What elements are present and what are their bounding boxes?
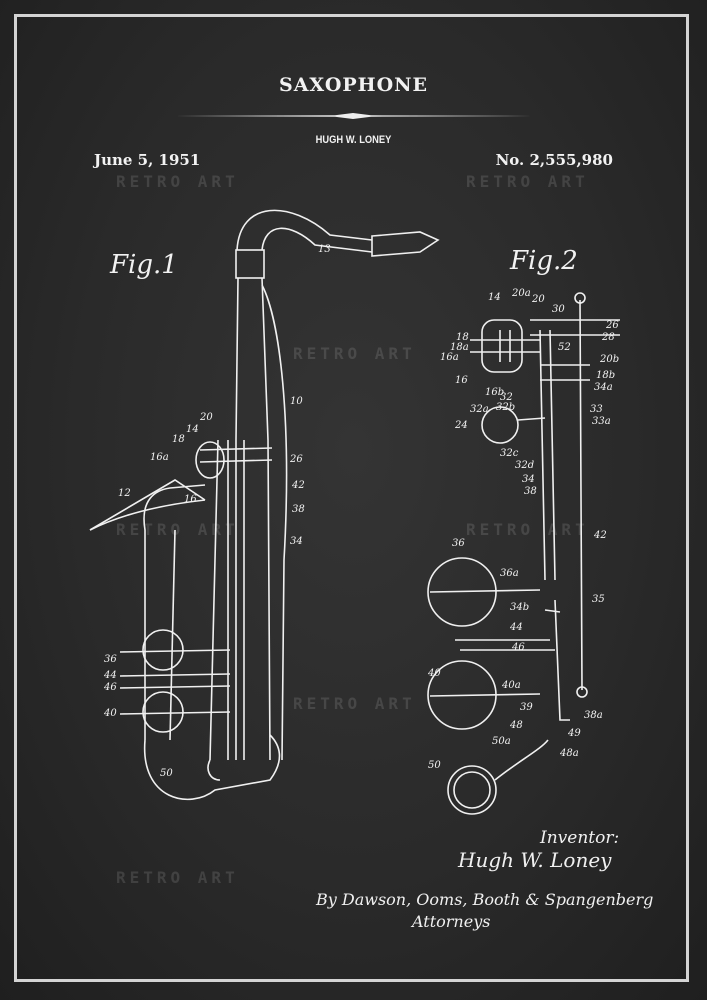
ref-label: 26: [289, 454, 303, 465]
watermark: RETRO ART: [293, 694, 416, 713]
ref-label: 40a: [501, 680, 521, 691]
poster-title: SAXOPHONE: [278, 74, 429, 96]
ref-label: 24: [454, 420, 468, 431]
watermark: RETRO ART: [116, 172, 239, 191]
inventor-name: HUGH W. LONEY: [315, 134, 392, 146]
ref-label: 20: [199, 412, 213, 423]
ref-label: 32b: [496, 402, 515, 413]
ref-label: 38: [292, 504, 305, 515]
ref-label: 44: [509, 622, 523, 633]
fig2-key-mechanism: [427, 292, 620, 815]
ref-label: 18b: [596, 370, 615, 381]
ref-label: 26: [605, 320, 619, 331]
ref-label: 36a: [500, 568, 519, 579]
ref-label: 10: [290, 396, 303, 407]
attorneys-caption: Attorneys: [412, 912, 491, 931]
ref-label: 42: [291, 480, 305, 491]
ref-label: 34b: [510, 602, 529, 613]
ref-label: 28: [601, 332, 615, 343]
ref-label: 38a: [584, 710, 603, 721]
ref-label: 36: [104, 654, 117, 665]
ref-label: 48a: [559, 748, 579, 759]
patent-date: June 5, 1951: [94, 151, 201, 169]
ref-label: 16a: [150, 452, 169, 463]
ref-label: 44: [103, 670, 117, 681]
ref-label: 40: [103, 708, 117, 719]
fig1-saxophone: [89, 209, 440, 801]
ref-label: 52: [558, 342, 571, 353]
ref-label: 50: [160, 768, 173, 779]
ref-label: 16b: [485, 387, 504, 398]
ref-label: 34: [522, 474, 535, 485]
watermark: RETRO ART: [466, 172, 589, 191]
ref-label: 32c: [500, 448, 519, 459]
ref-label: 38: [524, 486, 537, 497]
ref-label: 16a: [440, 352, 459, 363]
attorneys-signature: By Dawson, Ooms, Booth & Spangenberg: [316, 890, 654, 909]
ref-label: 34a: [594, 382, 613, 393]
ref-label: 14: [488, 292, 501, 303]
ref-label: 49: [567, 728, 581, 739]
ref-label: 33: [590, 404, 603, 415]
ref-label: 46: [511, 642, 525, 653]
watermark: RETRO ART: [116, 868, 239, 887]
watermark: RETRO ART: [466, 520, 589, 539]
ref-label: 34: [290, 536, 303, 547]
ref-label: 20a: [511, 288, 531, 299]
fig1-reference-labels: 13 10 20 14 18 16a 26 42 12 16 38 34 36 …: [103, 244, 331, 779]
ref-label: 13: [318, 244, 331, 255]
title-divider: [175, 113, 532, 119]
ref-label: 20b: [599, 354, 619, 365]
ref-label: 40: [427, 668, 441, 679]
ref-label: 12: [118, 488, 131, 499]
ref-label: 14: [186, 424, 199, 435]
inventor-signature: Hugh W. Loney: [458, 848, 612, 872]
ref-label: 39: [520, 702, 533, 713]
fig1-label: Fig.1: [110, 250, 178, 280]
ref-label: 18: [172, 434, 185, 445]
ref-label: 20: [531, 294, 545, 305]
watermark: RETRO ART: [293, 344, 416, 363]
ref-label: 42: [593, 530, 607, 541]
fig2-reference-labels: 14 20a 20 30 26 28 18 18a 16a 52 20b 18b…: [427, 288, 619, 771]
ref-label: 16: [455, 375, 468, 386]
patent-number: No. 2,555,980: [495, 151, 613, 169]
ref-label: 36: [452, 538, 465, 549]
ref-label: 50a: [492, 736, 511, 747]
poster-frame: [14, 14, 689, 982]
ref-label: 18: [456, 332, 469, 343]
ref-label: 32d: [515, 460, 534, 471]
ref-label: 50: [428, 760, 441, 771]
fig2-label: Fig.2: [510, 246, 578, 276]
ref-label: 32a: [470, 404, 489, 415]
ref-label: 35: [592, 594, 605, 605]
ref-label: 32: [500, 392, 513, 403]
inventor-caption: Inventor:: [540, 828, 620, 848]
ref-label: 30: [552, 304, 565, 315]
ref-label: 18a: [450, 342, 469, 353]
ref-label: 16: [184, 494, 197, 505]
ref-label: 46: [103, 682, 117, 693]
ref-label: 48: [509, 720, 523, 731]
ref-label: 33a: [592, 416, 611, 427]
